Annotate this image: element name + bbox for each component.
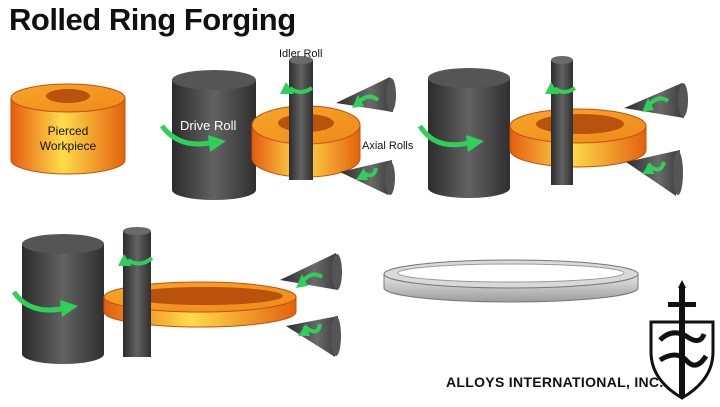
axial-lower-arrowhead	[356, 168, 368, 180]
pierced-workpiece: Pierced Workpiece	[10, 83, 126, 175]
ring-workpiece-stage-3	[509, 108, 647, 168]
axial-roll-upper	[336, 77, 396, 112]
drive-rotation-arrow	[160, 124, 215, 147]
idler-roll-stage-4	[123, 227, 151, 357]
drive-roll	[172, 70, 256, 200]
ring-workpiece-stage-4	[103, 281, 297, 328]
axial-upper-arrowhead-stage-3	[642, 98, 654, 112]
drive-rotation-arrow-stage-4	[11, 290, 67, 313]
idler-roll-stage-3	[551, 56, 573, 185]
alloys-sword-shield-logo	[649, 280, 715, 400]
workpiece-label-line2: Workpiece	[40, 139, 97, 153]
idler-arrow-stage-4	[126, 256, 154, 266]
idler-roll	[289, 56, 313, 180]
idler-rotation-arrow	[288, 86, 314, 94]
forging-stage-2: Drive Roll Idler Roll Axial Rolls	[160, 48, 414, 200]
axial-roll-lower-stage-4	[286, 316, 341, 357]
workpiece-label-line1: Pierced	[48, 124, 89, 138]
idler-arrowhead-stage-3	[545, 82, 559, 94]
axial-upper-arrowhead-stage-4	[296, 274, 308, 288]
idler-arrowhead-stage-4	[118, 254, 132, 266]
finished-rolled-ring	[383, 259, 639, 303]
forging-stage-4	[11, 227, 342, 364]
drive-arrowhead-stage-4	[60, 300, 78, 317]
idler-arrow-stage-3	[553, 86, 577, 94]
drive-arrowhead-stage-3	[466, 135, 484, 152]
forging-stage-3	[417, 56, 688, 198]
drive-roll-stage-3	[428, 68, 510, 198]
company-name: ALLOYS INTERNATIONAL, INC.	[446, 374, 664, 390]
axial-lower-arrowhead-stage-4	[298, 324, 310, 336]
drive-roll-stage-4	[22, 234, 104, 364]
idler-rotation-arrowhead	[280, 82, 294, 94]
drive-roll-label: Drive Roll	[180, 118, 236, 133]
drive-rotation-arrow-stage-3	[417, 124, 473, 148]
axial-lower-arrowhead-stage-3	[642, 162, 654, 174]
drive-rotation-arrowhead	[208, 135, 226, 152]
axial-upper-arrowhead	[352, 95, 364, 108]
axial-rolls-label: Axial Rolls	[362, 140, 414, 152]
page-title: Rolled Ring Forging	[9, 2, 296, 37]
axial-roll-upper-stage-4	[280, 253, 342, 290]
idler-roll-label: Idler Roll	[279, 48, 322, 60]
